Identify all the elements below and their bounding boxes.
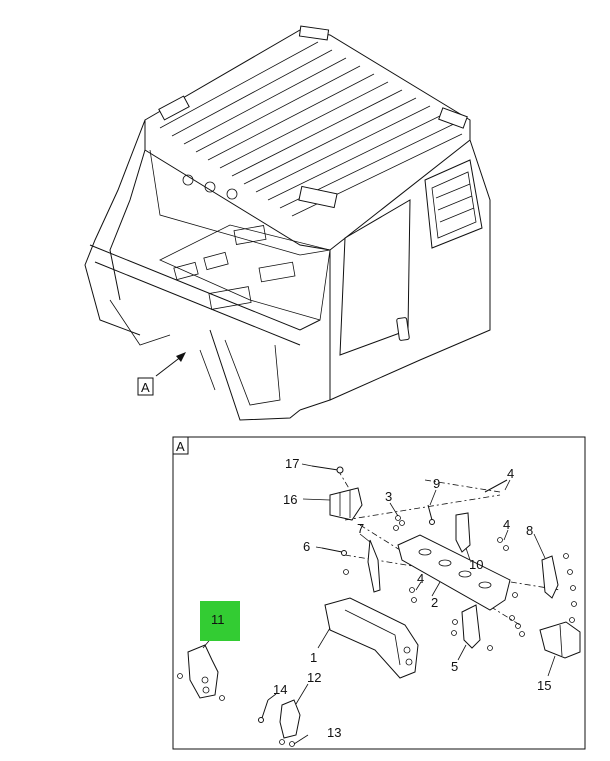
part-label-15: 15 bbox=[537, 678, 551, 693]
part-label-13: 13 bbox=[327, 725, 341, 740]
part-7-bracket bbox=[367, 539, 381, 593]
part-label-4-top: 4 bbox=[507, 466, 514, 481]
part-label-17: 17 bbox=[285, 456, 299, 471]
part-label-9: 9 bbox=[433, 476, 440, 491]
part-8-plate bbox=[541, 555, 559, 599]
detail-a-label: A bbox=[176, 439, 185, 454]
part-5-bracket bbox=[461, 604, 481, 649]
part-15-bracket bbox=[539, 621, 581, 659]
part-2-crossmember bbox=[397, 534, 511, 611]
view-a-label: A bbox=[141, 380, 150, 395]
part-label-16: 16 bbox=[283, 492, 297, 507]
detail-frame bbox=[172, 436, 586, 750]
part-label-2: 2 bbox=[431, 595, 438, 610]
part-label-6: 6 bbox=[303, 539, 310, 554]
part-12-bracket bbox=[279, 699, 301, 739]
part-label-4-low: 4 bbox=[417, 571, 424, 586]
part-1-mount bbox=[324, 597, 419, 679]
cab-illustration bbox=[84, 25, 491, 421]
highlight-box-11 bbox=[200, 601, 240, 641]
part-label-1: 1 bbox=[310, 650, 317, 665]
part-label-12: 12 bbox=[307, 670, 321, 685]
view-a-callout: A bbox=[137, 377, 154, 396]
part-10-bracket bbox=[455, 512, 471, 553]
part-label-10: 10 bbox=[469, 557, 483, 572]
part-label-4-mid: 4 bbox=[503, 517, 510, 532]
view-a-arrow bbox=[155, 352, 186, 377]
part-label-5: 5 bbox=[451, 659, 458, 674]
part-label-14: 14 bbox=[273, 682, 287, 697]
detail-view-a: A bbox=[172, 436, 586, 750]
part-label-8: 8 bbox=[526, 523, 533, 538]
part-label-7: 7 bbox=[357, 521, 364, 536]
part-label-3: 3 bbox=[385, 489, 392, 504]
part-16-bracket bbox=[329, 487, 363, 521]
part-11-mount bbox=[187, 644, 219, 699]
part-label-11: 11 bbox=[211, 612, 225, 627]
